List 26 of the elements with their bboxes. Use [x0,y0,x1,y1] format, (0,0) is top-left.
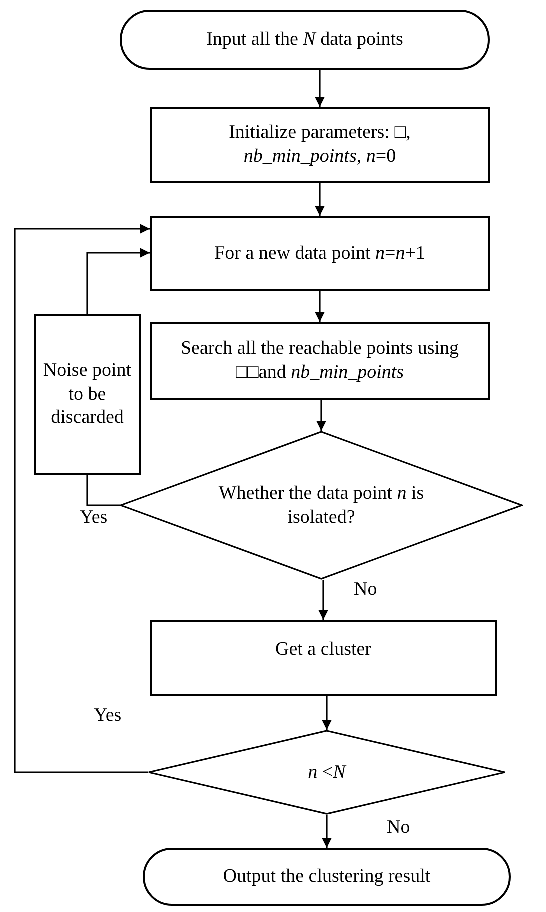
arrow [86,248,150,314]
node-text: For a new data point n=n+1 [214,242,426,266]
process-box [150,322,490,400]
arrow [86,475,120,506]
node-text: Input all the N data points [206,28,404,52]
decision-diamond [148,730,506,815]
process-box [150,107,490,183]
decision-diamond [120,431,523,580]
node-text: Search all the reachable points using □□and nb_min_points [180,337,460,385]
node-text: Noise point to be discarded [42,358,133,430]
node-text: Output the clustering result [223,865,431,889]
node-text: Initialize parameters: □, nb_min_points, n=0 [228,121,412,169]
arrow [14,224,150,774]
arrow [318,580,328,620]
node-text: Whether the data point n is isolated? [218,482,426,530]
process-box [150,216,490,291]
node-text: Get a cluster [275,638,372,662]
arrow [315,291,325,322]
process-box [34,314,141,475]
node-text: n <N [308,760,346,784]
arrow [315,183,325,216]
arrow [322,696,332,730]
arrow [316,400,326,431]
arrow [322,815,332,848]
process-box [150,620,497,696]
arrow [315,70,325,107]
